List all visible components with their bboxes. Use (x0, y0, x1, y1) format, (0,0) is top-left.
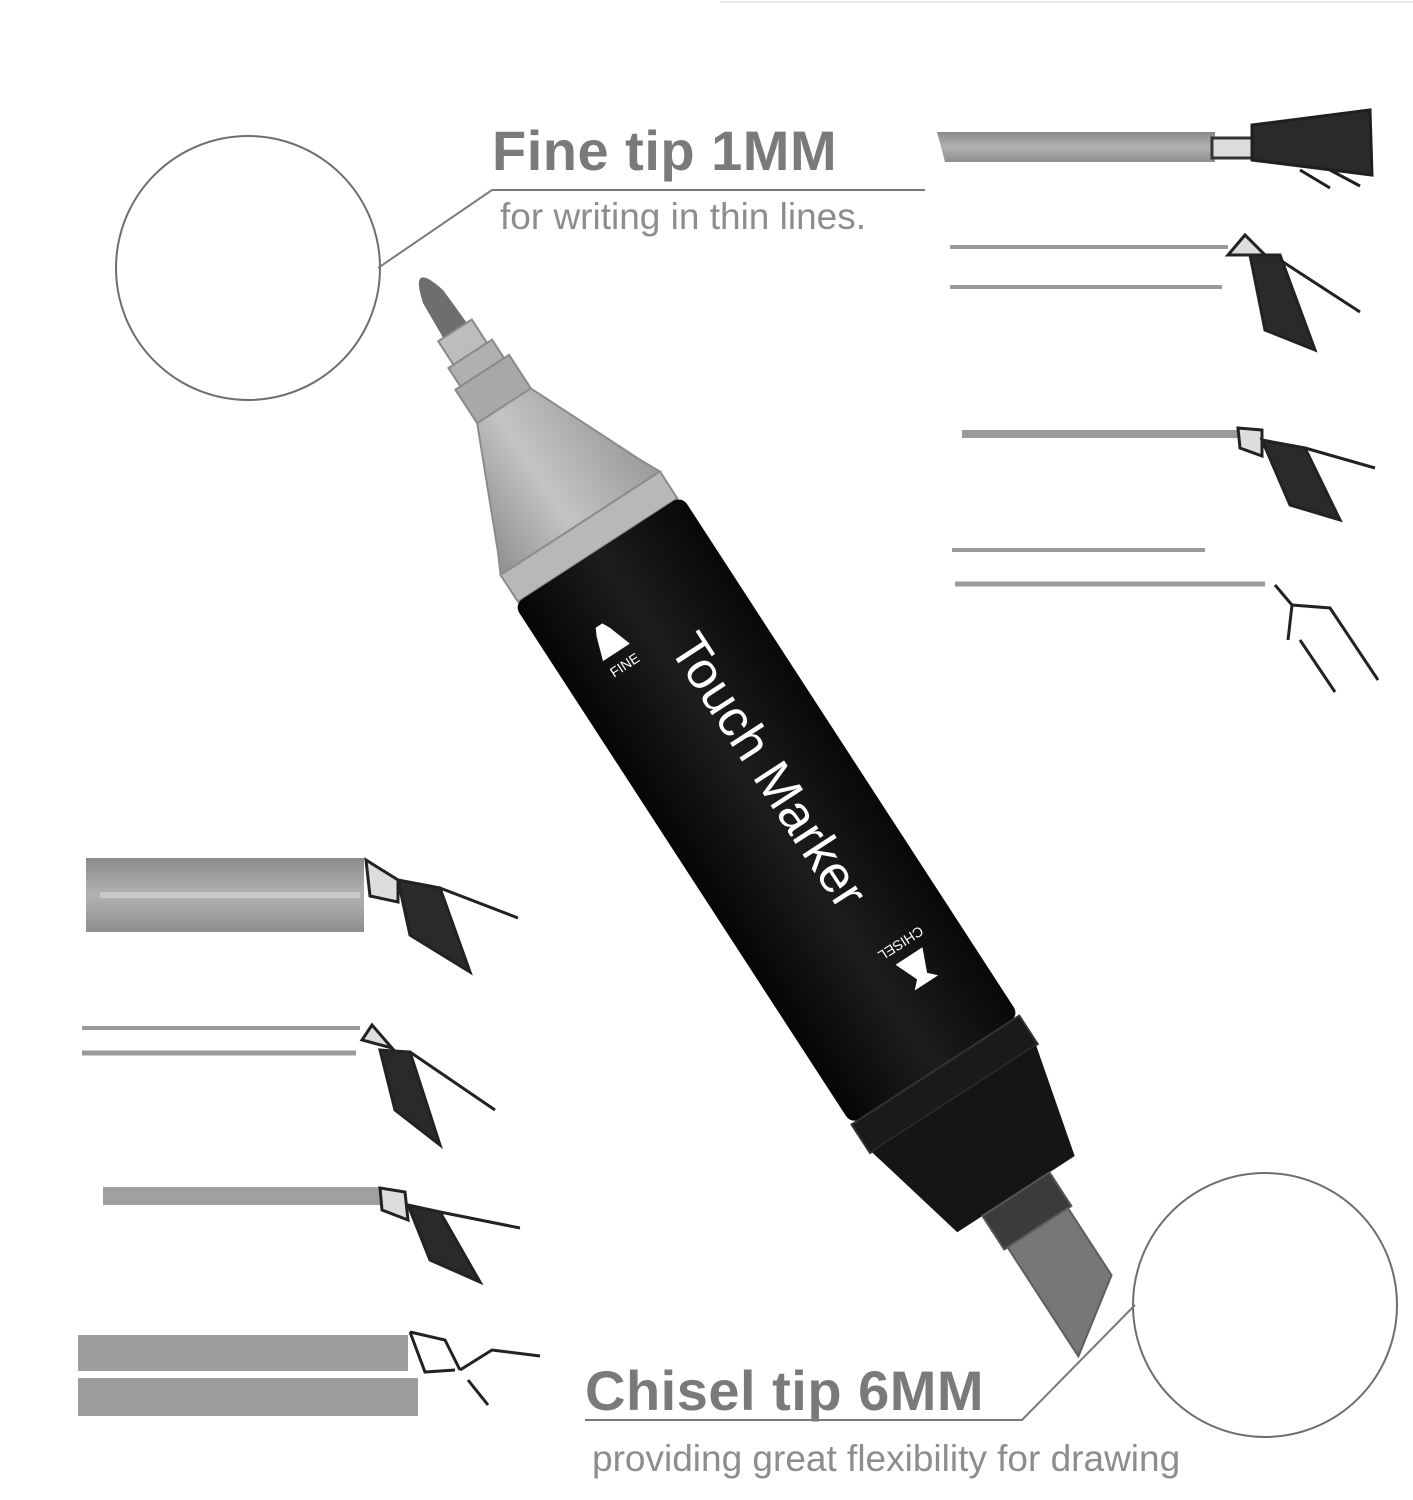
stroke-sample-medium (103, 1187, 381, 1205)
chisel-tip-callout-circle (1132, 1172, 1398, 1438)
fine-tip-subtitle: for writing in thin lines. (500, 196, 867, 237)
stroke-sample-broad (937, 132, 1215, 162)
chisel-tip-subtitle: providing great flexibility for drawing (592, 1438, 1181, 1479)
fine-tip-callout-circle (115, 135, 381, 401)
fine-tip-title: Fine tip 1MM (492, 119, 838, 182)
chisel-nib (1006, 1206, 1113, 1359)
marker-sketch-icon (1224, 232, 1361, 353)
stroke-samples-left (78, 857, 541, 1416)
marker-sketch-icon (1273, 584, 1380, 693)
marker-sketch-icon (408, 1330, 541, 1406)
fine-tip-leader-line (377, 189, 925, 269)
stroke-samples-right (937, 108, 1380, 693)
marker-sketch-icon (1210, 108, 1374, 190)
marker-sketch-icon (359, 1022, 496, 1150)
chisel-tip-leader-line (585, 1304, 1136, 1421)
marker-body (517, 499, 1016, 1121)
marker-sketch-icon (1236, 426, 1376, 523)
fine-nib (418, 277, 533, 425)
chisel-tip-title: Chisel tip 6MM (585, 1359, 985, 1422)
marker-sketch-icon (378, 1186, 521, 1286)
marker: FINE Touch Marker CHISEL (418, 277, 1113, 1359)
marker-sketch-icon (364, 857, 519, 976)
chisel-cap (871, 1045, 1075, 1233)
